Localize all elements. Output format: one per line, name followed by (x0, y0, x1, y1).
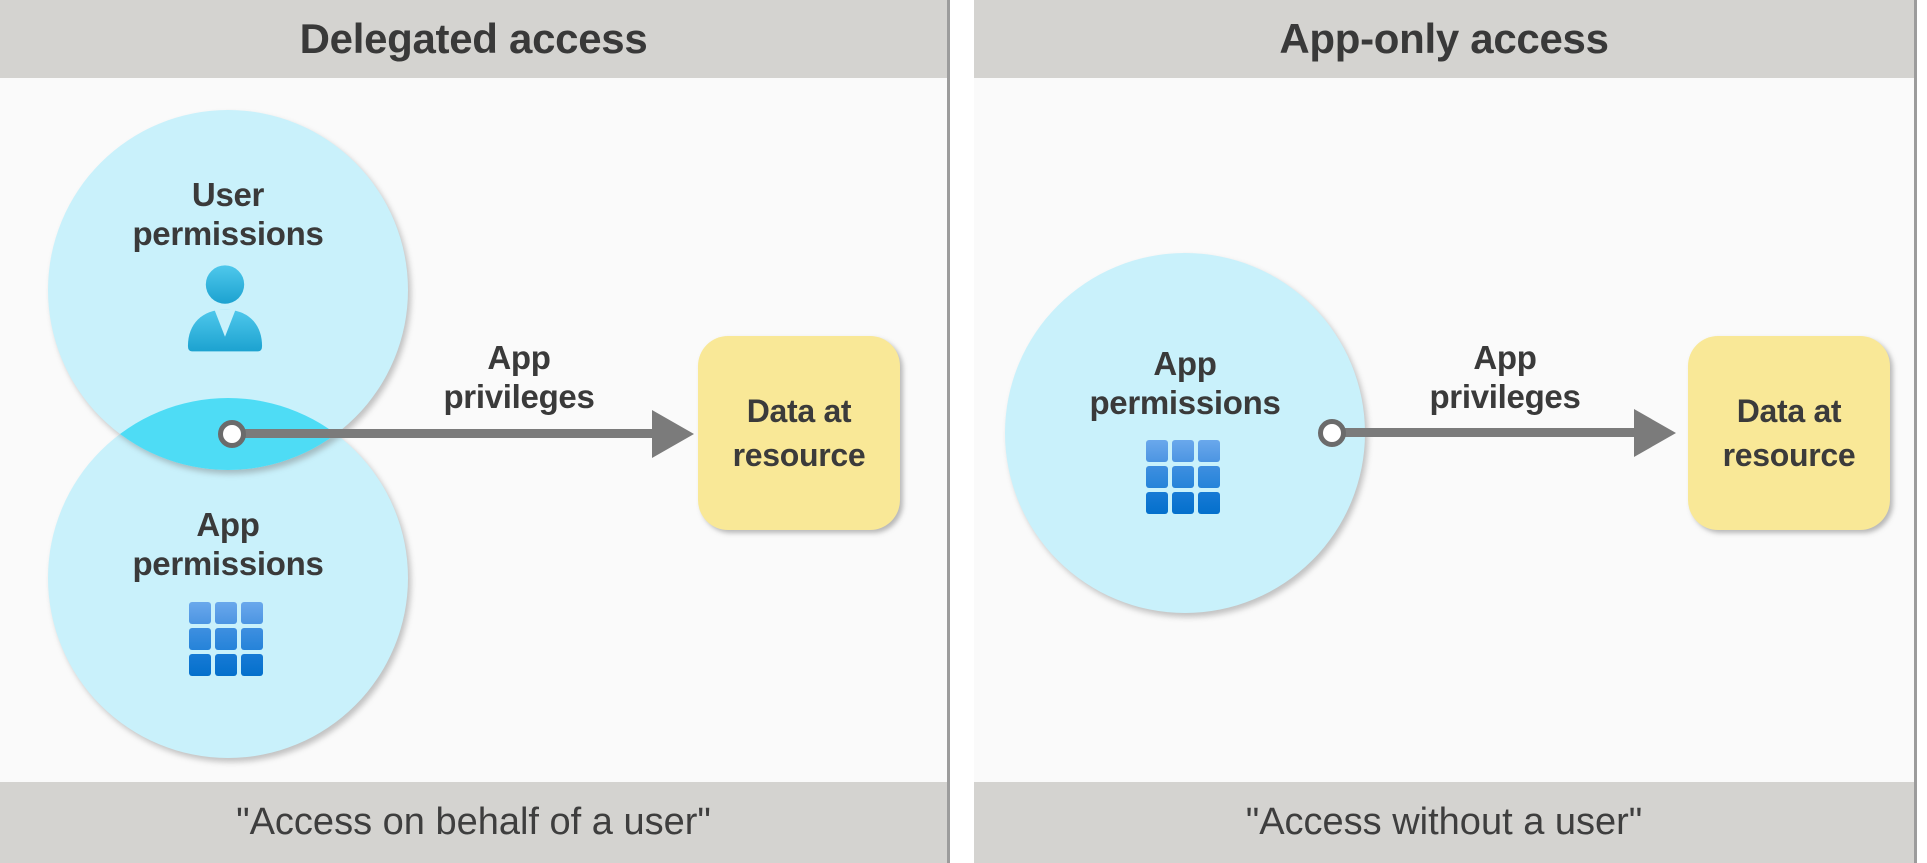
grid-cell (215, 628, 237, 650)
grid-cell (1172, 440, 1194, 462)
panel-app-only-access: App-only access App permissions App priv… (974, 0, 1917, 863)
app-privileges-label: App privileges (443, 339, 595, 415)
panel-title: App-only access (1279, 15, 1609, 62)
grid-cell (1146, 466, 1168, 488)
panel-caption: "Access on behalf of a user" (236, 801, 711, 843)
grid-cell (189, 602, 211, 624)
grid-cell (215, 654, 237, 676)
data-at-resource-box: Data at resource (698, 336, 900, 530)
grid-cell (1172, 466, 1194, 488)
grid-cell (1198, 440, 1220, 462)
user-permissions-label: User permissions (132, 176, 324, 252)
panel-delegated-access: Delegated access User permissions App pe… (0, 0, 950, 863)
data-at-resource-box: Data at resource (1688, 336, 1890, 530)
grid-cell (241, 654, 263, 676)
title-bar: Delegated access (0, 0, 947, 78)
grid-cell (1172, 492, 1194, 514)
arrow-head (1634, 409, 1676, 457)
grid-cell (189, 628, 211, 650)
arrow-head (652, 410, 694, 458)
grid-cell (241, 628, 263, 650)
app-permissions-label: App permissions (132, 506, 324, 582)
grid-cell (1146, 492, 1168, 514)
caption-bar: "Access on behalf of a user" (0, 782, 947, 863)
data-at-resource-label: Data at resource (732, 393, 866, 473)
arrow-line (1332, 428, 1634, 437)
app-privileges-label: App privileges (1429, 339, 1581, 415)
grid-cell (1198, 492, 1220, 514)
app-permissions-label: App permissions (1089, 345, 1281, 421)
title-bar: App-only access (974, 0, 1914, 78)
panel-title: Delegated access (299, 15, 648, 62)
grid-cell (189, 654, 211, 676)
arrow-origin-dot (218, 420, 246, 448)
grid-cell (215, 602, 237, 624)
app-grid-icon (1146, 440, 1220, 514)
data-at-resource-label: Data at resource (1722, 393, 1856, 473)
panel-caption: "Access without a user" (1245, 801, 1643, 843)
app-grid-icon (189, 602, 263, 676)
grid-cell (1198, 466, 1220, 488)
arrow-origin-dot (1318, 419, 1346, 447)
user-icon (187, 265, 263, 352)
app-permissions-circle (1005, 253, 1365, 613)
grid-cell (1146, 440, 1168, 462)
caption-bar: "Access without a user" (974, 782, 1914, 863)
grid-cell (241, 602, 263, 624)
arrow-line (230, 429, 654, 438)
